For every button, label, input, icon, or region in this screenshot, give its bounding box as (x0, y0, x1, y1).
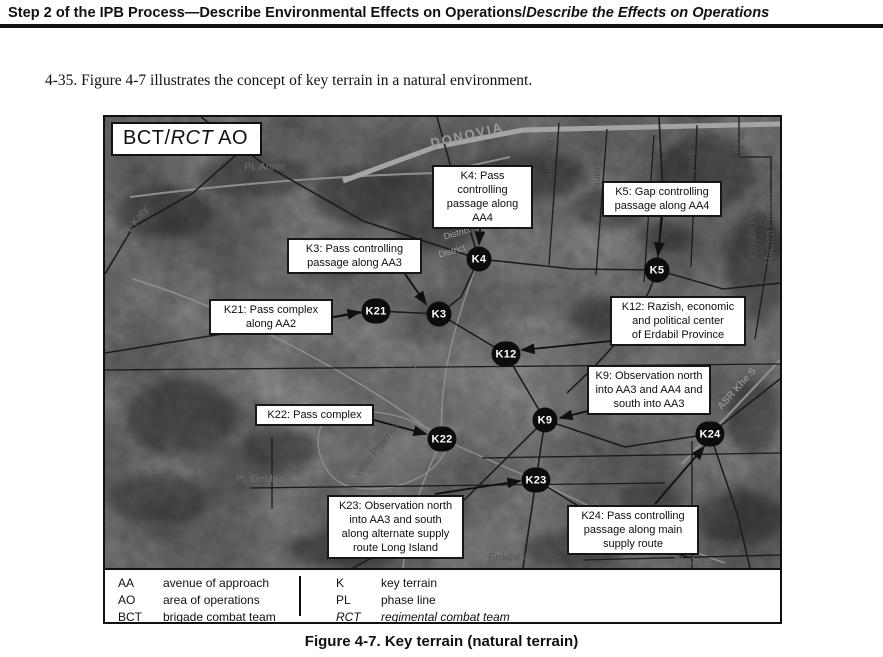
legend-divider (299, 576, 301, 616)
map-label-pl-courtney: PL Courtney (360, 358, 418, 370)
callout-line: K9: Observation north (595, 370, 703, 382)
key-terrain-marker-k22: K22 (427, 426, 457, 452)
callout-line: K4: Pass controlling (457, 170, 508, 197)
callout-line: K5: Gap controlling (615, 186, 709, 198)
legend-row: RCT regimental combat team (336, 610, 510, 624)
legend-row: AO area of operations (118, 593, 276, 607)
legend-def: phase line (381, 593, 436, 607)
ao-title-pre: BCT/ (123, 127, 171, 149)
figure-caption: Figure 4-7. Key terrain (natural terrain… (304, 633, 579, 650)
callout-line: along alternate supply (341, 528, 450, 541)
header-title-italic: Describe the Effects on Operations (526, 5, 770, 21)
legend-row: PL phase line (336, 593, 510, 607)
legend-def: key terrain (381, 576, 438, 590)
callout-line: into AA3 and AA4 and (595, 384, 703, 397)
legend-abbr: K (336, 576, 345, 590)
callout-k21: K21: Pass complex along AA2 (209, 299, 333, 336)
header-rule (0, 24, 883, 28)
callout-line: K3: Pass controlling (305, 243, 404, 255)
key-terrain-marker-k4: K4 (466, 246, 492, 272)
legend-abbr: PL (336, 593, 351, 607)
callout-line: along AA2 (245, 318, 297, 331)
callout-line: and political center (632, 315, 724, 328)
legend-abbr: BCT (118, 610, 142, 624)
key-terrain-marker-k24: K24 (695, 421, 725, 447)
map-label-pl-debbie: PL Debbie (235, 473, 285, 485)
callout-line: south into AA3 (613, 398, 685, 411)
legend-def: regimental combat team (381, 610, 510, 624)
body-paragraph: 4-35. Figure 4-7 illustrates the concept… (45, 72, 533, 89)
map-label-pl-jane: PL Jane (673, 555, 713, 567)
callout-line: passage along AA3 (307, 257, 402, 270)
callout-line: passage along AA4 (614, 200, 710, 213)
map-label-erdabil-provinc: Erdabil Provinc (747, 191, 759, 259)
map-label-pl-frank: PL Frank (591, 146, 603, 188)
page-header: Step 2 of the IPB Process—Describe Envir… (8, 5, 880, 21)
key-terrain-marker-k12: K12 (491, 341, 521, 367)
header-title: Step 2 of the IPB Process—Describe Envir… (8, 5, 527, 21)
callout-k23: K23: Observation north into AA3 and south… (327, 495, 464, 560)
legend-abbr: AA (118, 576, 135, 590)
legend: AA avenue of approach AO area of operation… (105, 568, 780, 624)
callout-line: K22: Pass complex (267, 409, 362, 421)
black-roads-layer (105, 117, 780, 568)
key-terrain-marker-k21: K21 (361, 298, 391, 324)
map-label-pl-gene: PL Gene (543, 139, 555, 179)
legend-def: brigade combat team (163, 610, 276, 624)
legend-row: AA avenue of approach (118, 576, 276, 590)
map-label-erdabil-province: Erdabil Province (488, 552, 562, 564)
callout-line: into AA3 and south (349, 514, 442, 527)
legend-abbr: AO (118, 593, 136, 607)
map-label-hachza-provinc: Hachza Provinc (764, 193, 776, 265)
legend-left-column: AA avenue of approach AO area of operation… (118, 573, 276, 624)
legend-def: avenue of approach (163, 576, 270, 590)
legend-def: area of operations (163, 593, 260, 607)
legend-row: BCT brigade combat team (118, 610, 276, 624)
callout-line: of Erdabil Province (631, 329, 725, 342)
map-label-pl-brock: PL Brock (685, 134, 697, 176)
callout-k5: K5: Gap controlling passage along AA4 (602, 181, 722, 218)
callout-k9: K9: Observation north into AA3 and AA4 an… (587, 365, 711, 416)
map-label-pl-archie: PL Archie (734, 130, 746, 174)
ao-title-rct: RCT (170, 127, 214, 149)
callout-k3: K3: Pass controlling passage along AA3 (287, 238, 422, 275)
callout-line: K24: Pass controlling (581, 510, 685, 522)
callout-k22: K22: Pass complex (255, 404, 374, 427)
callout-line: route Long Island (352, 542, 438, 555)
key-terrain-marker-k23: K23 (521, 467, 551, 493)
ao-title-box: BCT/RCT AO (111, 122, 263, 156)
callout-line: passage along AA4 (446, 198, 519, 225)
callout-line: passage along main (583, 524, 683, 537)
callout-line: K21: Pass complex (223, 304, 319, 316)
legend-abbr: RCT (336, 610, 361, 624)
donovia-border-line (342, 121, 780, 184)
key-terrain-marker-k3: K3 (426, 301, 452, 327)
callout-line: K12: Razish, economic (621, 301, 735, 313)
map-label-pl-annie: PL Annie (244, 161, 286, 173)
key-terrain-marker-k9: K9 (532, 407, 558, 433)
callout-k12: K12: Razish, economic and political cente… (610, 296, 746, 347)
ao-title-post: AO (213, 127, 249, 149)
key-terrain-marker-k5: K5 (644, 257, 670, 283)
callout-line: K23: Observation north (338, 500, 453, 512)
callout-line: supply route (603, 538, 663, 551)
